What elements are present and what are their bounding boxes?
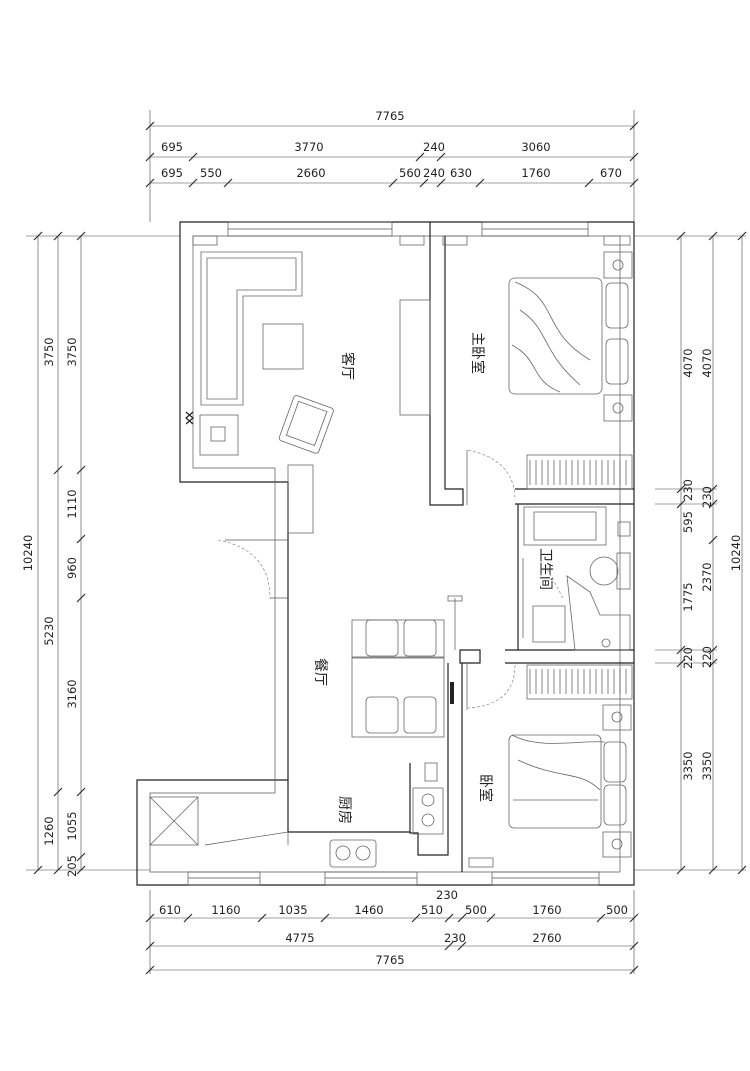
chair <box>365 696 399 734</box>
chair <box>403 696 437 734</box>
top-dim-1-2: 240 <box>423 140 445 154</box>
top-dim-2-7: 670 <box>600 166 622 180</box>
bottom-dimensions: 610 1160 1035 1460 510 500 1760 500 230 … <box>145 888 639 975</box>
nightstand <box>603 394 633 422</box>
right-dim-1-4: 3350 <box>700 751 714 780</box>
bottom-dim-1-7: 500 <box>606 903 628 917</box>
top-dim-2-3: 560 <box>399 166 421 180</box>
left-dim-1-0: 3750 <box>42 337 56 366</box>
left-dim-2-1: 1110 <box>65 489 79 518</box>
bottom-dim-1-5: 500 <box>465 903 487 917</box>
right-dim-2-2: 595 <box>681 511 695 533</box>
top-dim-2-5: 630 <box>450 166 472 180</box>
right-dim-2-5: 3350 <box>681 751 695 780</box>
left-dim-2-3: 3160 <box>65 679 79 708</box>
top-dimensions: 7765 695 3770 240 3060 695 550 2660 560 … <box>145 109 639 222</box>
right-dim-1-2: 2370 <box>700 562 714 591</box>
top-dim-2-6: 1760 <box>521 166 550 180</box>
nightstand <box>603 251 633 279</box>
doors <box>217 449 564 710</box>
dining-table <box>351 656 445 738</box>
top-dim-2-0: 695 <box>161 166 183 180</box>
right-dim-1-1: 230 <box>700 486 714 508</box>
bottom-dim-1-0: 610 <box>159 903 181 917</box>
master-bedroom-furniture <box>442 235 633 490</box>
top-dim-2-4: 240 <box>423 166 445 180</box>
bottom-dim-1-3: 1460 <box>354 903 383 917</box>
right-dim-2-1: 230 <box>681 479 695 501</box>
top-dim-2-1: 550 <box>200 166 222 180</box>
bottom-dim-mid: 230 <box>436 888 458 902</box>
room-label-living: 客厅 <box>339 352 356 380</box>
right-dim-2-4: 220 <box>681 647 695 669</box>
top-total-dim: 7765 <box>375 109 404 123</box>
bathroom-sink <box>523 506 607 546</box>
right-dimensions: 4070 230 2370 220 3350 4070 230 595 1775… <box>634 231 747 875</box>
kitchen-furniture <box>149 762 444 868</box>
living-room-furniture <box>185 235 431 456</box>
left-total-dim: 10240 <box>21 535 35 572</box>
left-dim-2-0: 3750 <box>65 337 79 366</box>
bottom-dim-2-1: 230 <box>444 931 466 945</box>
stove <box>412 787 444 835</box>
nightstand <box>602 831 632 858</box>
radiator-living <box>192 235 218 246</box>
sofa <box>200 251 303 406</box>
left-dim-2-5: 205 <box>65 855 79 877</box>
left-dimensions: 10240 3750 5230 1260 3750 1110 960 3160 … <box>21 231 180 877</box>
bottom-dim-1-4: 510 <box>421 903 443 917</box>
bottom-dim-1-1: 1160 <box>211 903 240 917</box>
room-label-dining: 餐厅 <box>312 658 328 686</box>
right-dim-1-3: 220 <box>700 646 714 668</box>
bottom-dim-2-0: 4775 <box>285 931 314 945</box>
right-dim-2-0: 4070 <box>681 348 695 377</box>
chair <box>365 619 399 657</box>
room-label-bathroom: 卫生间 <box>537 548 553 590</box>
nightstand <box>602 704 632 731</box>
room-label-bedroom: 卧室 <box>477 774 494 802</box>
bottom-dim-2-2: 2760 <box>532 931 561 945</box>
washing-machine <box>532 605 566 643</box>
bottom-total-dim: 7765 <box>375 953 404 967</box>
bathroom-furniture <box>522 506 631 651</box>
top-dim-1-3: 3060 <box>521 140 550 154</box>
room-label-kitchen: 厨房 <box>336 796 352 824</box>
room-label-master-bedroom: 主卧室 <box>469 332 486 374</box>
toilet <box>589 556 619 586</box>
left-dim-2-4: 1055 <box>65 811 79 840</box>
dining-furniture <box>351 595 463 738</box>
side-table <box>199 414 239 456</box>
coffee-table <box>262 323 304 370</box>
sink <box>329 839 377 868</box>
right-dim-2-3: 1775 <box>681 582 695 611</box>
shower <box>566 575 631 651</box>
walls <box>136 221 635 886</box>
chair <box>403 619 437 657</box>
left-dim-1-1: 5230 <box>42 616 56 645</box>
top-dim-2-2: 2660 <box>296 166 325 180</box>
fridge <box>149 796 199 846</box>
room-labels: 客厅 主卧室 卫生间 餐厅 厨房 卧室 <box>312 332 553 824</box>
bottom-dim-1-6: 1760 <box>532 903 561 917</box>
top-dim-1-1: 3770 <box>294 140 323 154</box>
top-dim-1-0: 695 <box>161 140 183 154</box>
left-dim-2-2: 960 <box>65 557 79 579</box>
wardrobe <box>526 454 633 490</box>
right-dim-1-0: 4070 <box>700 348 714 377</box>
double-bed <box>508 277 603 395</box>
right-total-dim: 10240 <box>729 535 743 572</box>
bedroom-furniture <box>468 664 633 868</box>
armchair <box>278 395 334 454</box>
tv-cabinet <box>399 299 431 416</box>
left-dim-1-2: 1260 <box>42 816 56 845</box>
wardrobe <box>526 664 633 700</box>
bottom-dim-1-2: 1035 <box>278 903 307 917</box>
bed <box>508 734 602 829</box>
